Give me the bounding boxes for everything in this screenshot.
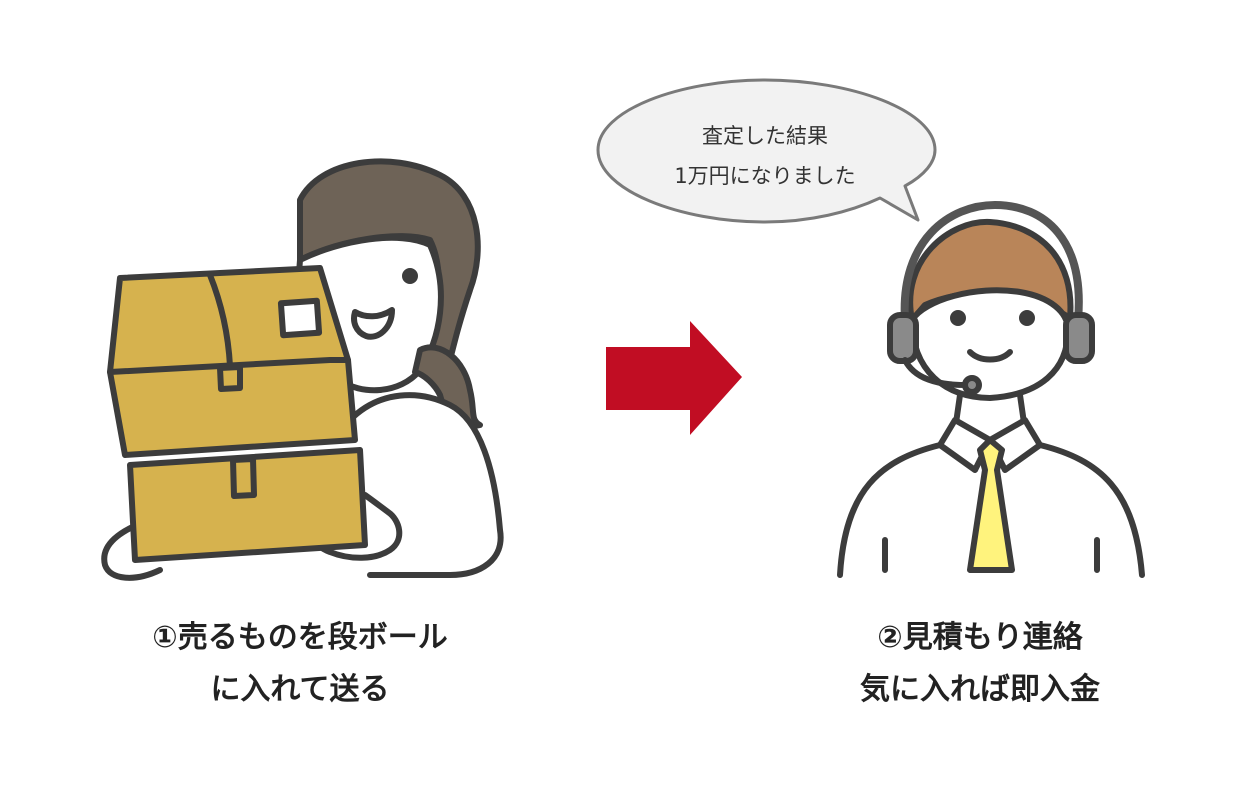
step2-line-1: ②見積もり連絡 <box>877 620 1083 655</box>
operator-eye-right <box>1019 310 1035 326</box>
upper-box-top-seam <box>207 272 233 369</box>
lower-box-tape <box>230 456 257 499</box>
woman-eye <box>402 268 418 284</box>
woman-mouth <box>351 307 395 340</box>
woman-with-boxes-illustration <box>101 158 504 581</box>
right-arrow-icon <box>606 321 742 435</box>
step2-line-2: 気に入れば即入金 <box>860 672 1100 707</box>
speech-bubble-line-2: 1万円になりました <box>674 164 856 188</box>
operator-collar <box>937 417 1043 473</box>
step1-line-2: に入れて送る <box>210 672 390 707</box>
headset-mic-arm <box>902 357 968 388</box>
speech-bubble-text: 査定した結果 1万円になりました <box>615 116 915 196</box>
headset-left-cup <box>887 312 919 364</box>
upper-box-tape <box>217 364 243 392</box>
operator-eye-left <box>950 310 966 326</box>
headset-right-cup <box>1063 312 1095 364</box>
operator-shirt <box>837 442 1145 578</box>
headset-mic <box>962 375 982 395</box>
operator-with-headset-illustration <box>837 201 1145 578</box>
speech-bubble-icon <box>596 78 937 224</box>
woman-ponytail <box>412 344 483 429</box>
operator-tie <box>967 437 1015 573</box>
step2-caption: ②見積もり連絡 気に入れば即入金 <box>770 612 1190 716</box>
box-label <box>277 297 323 339</box>
lower-box <box>127 447 368 563</box>
operator-smile <box>967 349 1013 363</box>
operator-shirt-folds <box>882 537 1100 573</box>
upper-box-edge <box>107 357 351 375</box>
step1-line-1: ①売るものを段ボール <box>152 620 448 655</box>
headset-band <box>900 201 1083 324</box>
step1-caption: ①売るものを段ボール に入れて送る <box>90 612 510 716</box>
speech-bubble-line-1: 査定した結果 <box>702 124 828 148</box>
